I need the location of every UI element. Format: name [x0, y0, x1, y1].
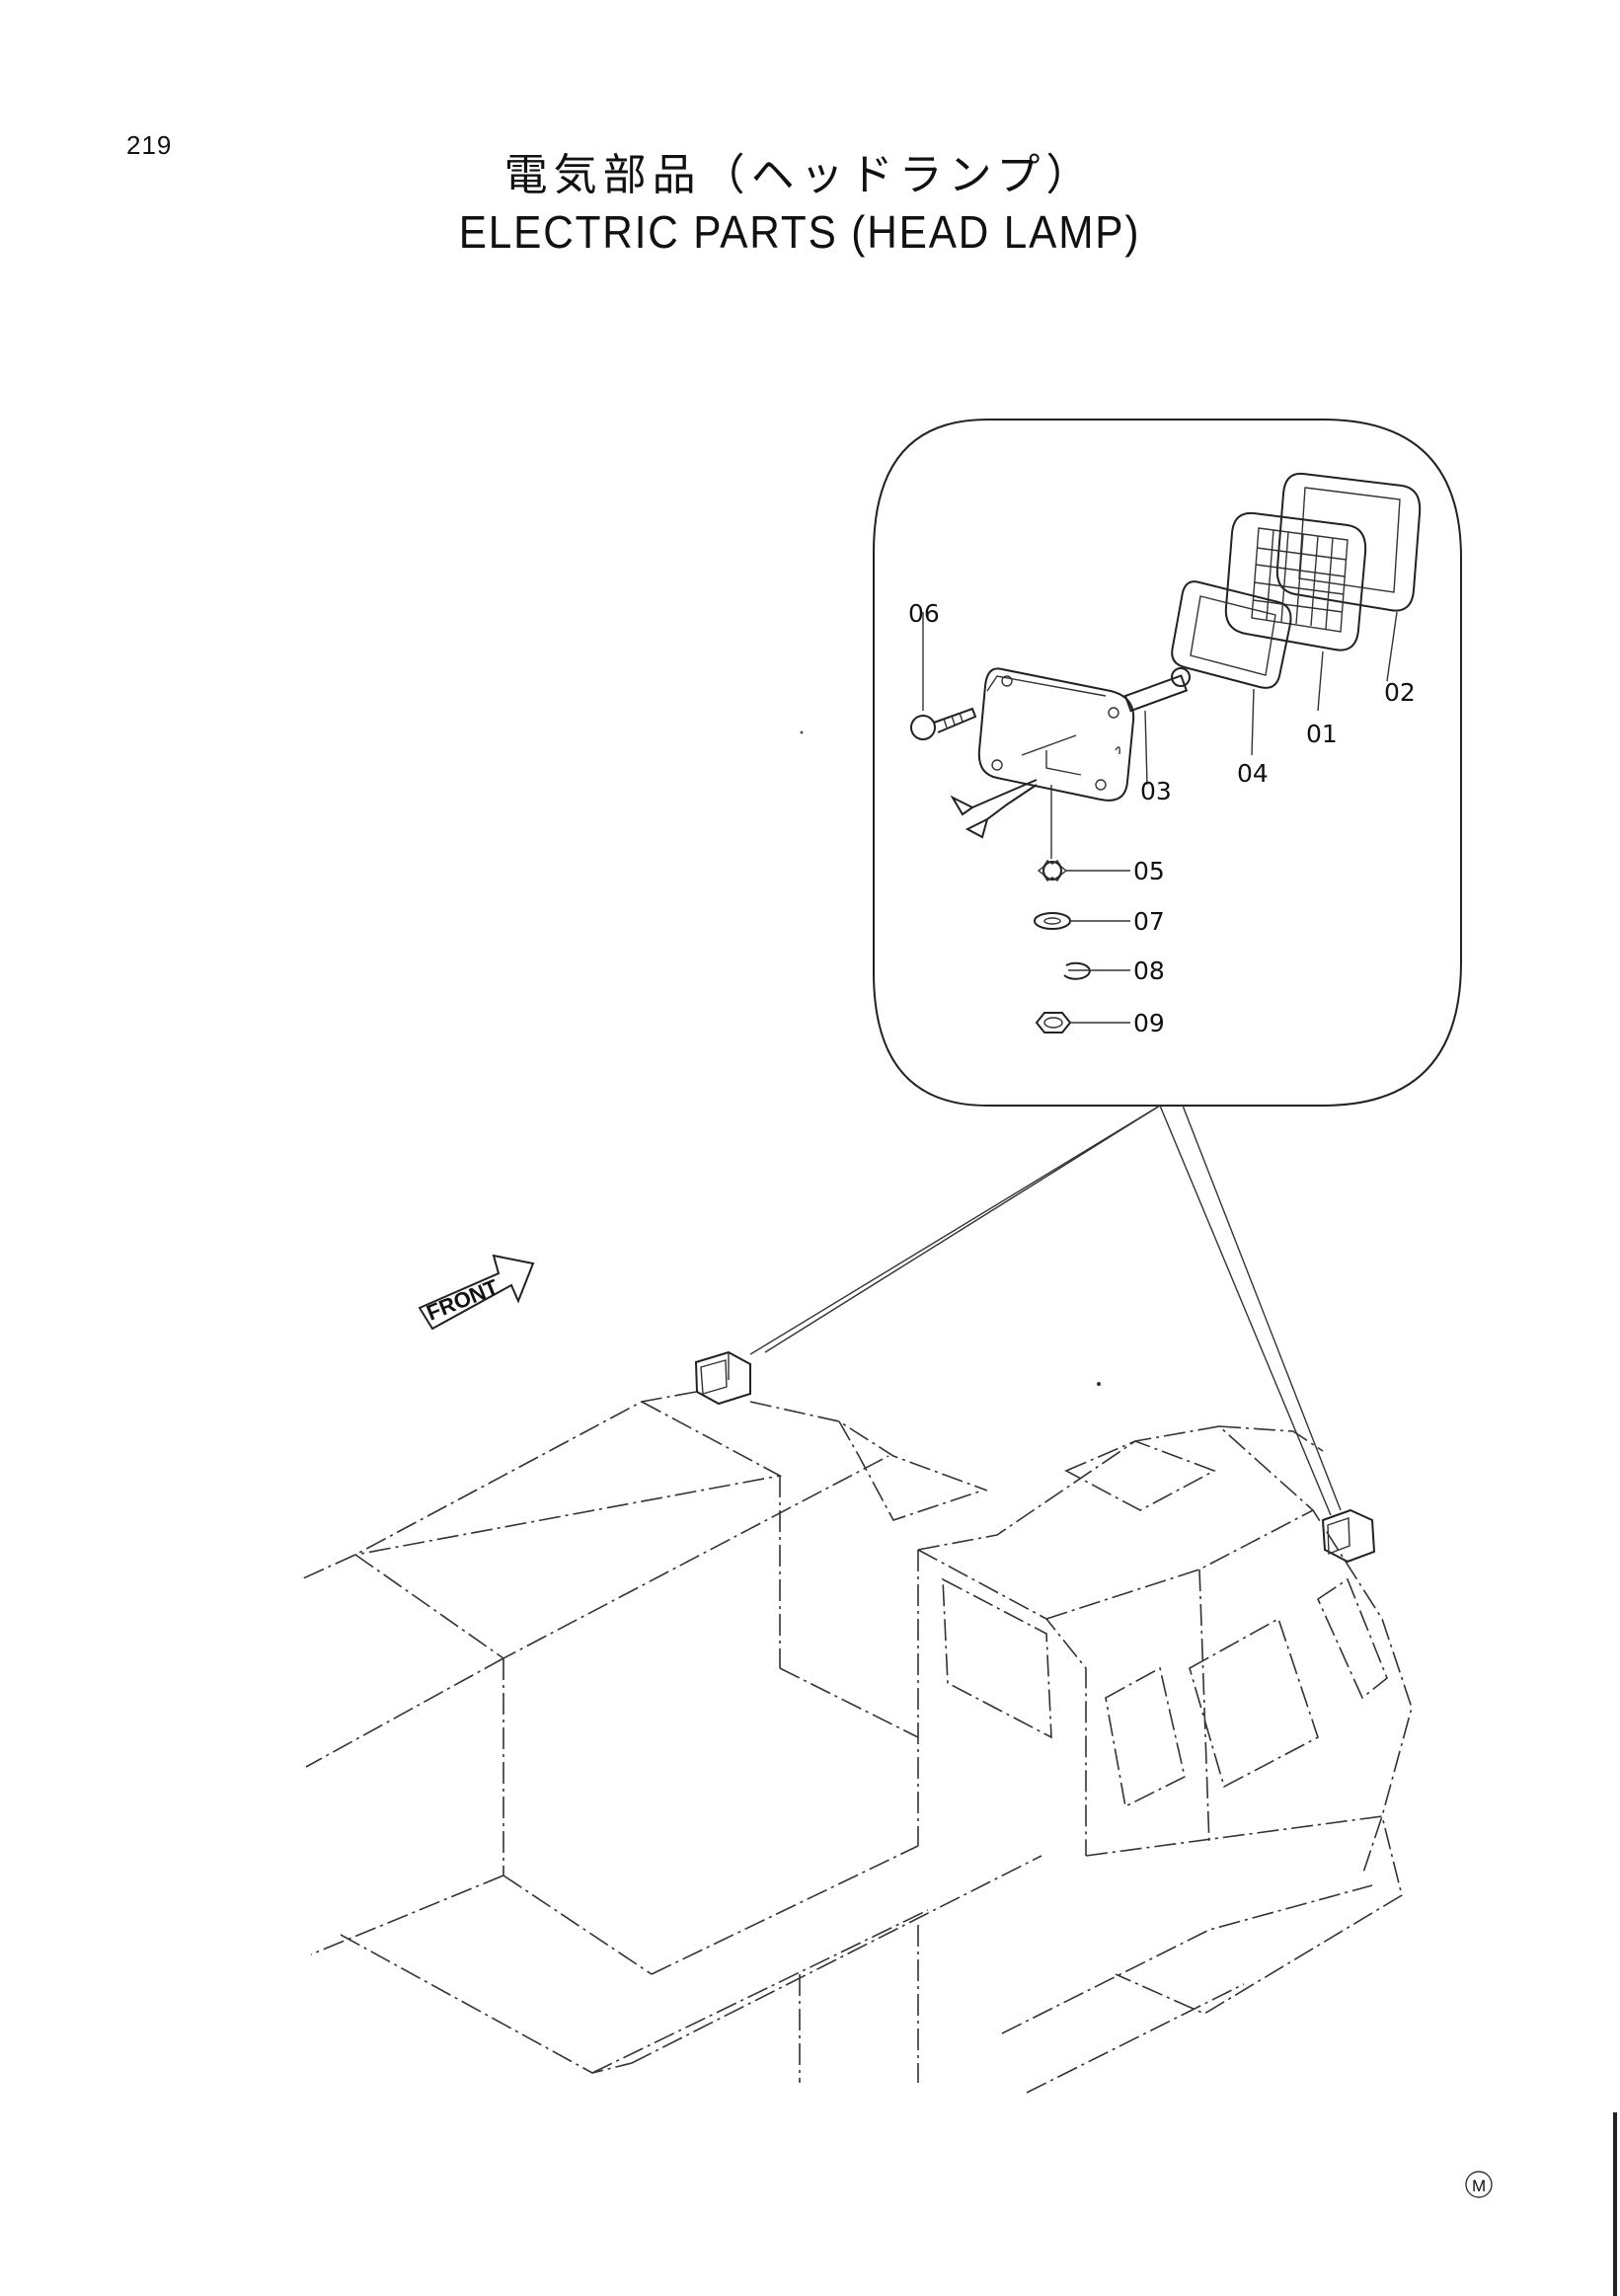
lamp-bracket-body	[950, 667, 1135, 859]
mark-letter: M	[1472, 2177, 1486, 2195]
speck-mark	[800, 730, 804, 734]
callout-04: 04	[1237, 759, 1269, 788]
callout-07: 07	[1133, 907, 1165, 936]
callout-03: 03	[1140, 777, 1172, 805]
page-number: 219	[126, 130, 173, 160]
leader-line-left-lamp	[749, 1105, 1161, 1355]
right-headlamp	[1321, 1508, 1376, 1564]
part-01-lens	[1224, 511, 1367, 712]
part-08-snap-ring	[1063, 961, 1130, 980]
callout-06: 06	[908, 599, 940, 628]
left-headlamp	[694, 1350, 751, 1406]
front-arrow: FRONT	[418, 1254, 535, 1331]
circled-m-mark: M	[1465, 2171, 1493, 2198]
leader-line-right-lamp	[1159, 1105, 1332, 1516]
callout-05: 05	[1133, 857, 1165, 885]
part-05-lock-washer	[1037, 860, 1130, 881]
front-label: FRONT	[424, 1274, 502, 1326]
callout-09: 09	[1133, 1009, 1165, 1037]
page-title: 電気部品（ヘッドランプ） ELECTRIC PARTS (HEAD LAMP)	[355, 148, 1244, 261]
detail-bubble-outline	[873, 419, 1462, 1107]
part-06-screw	[910, 612, 977, 740]
part-02-housing	[1275, 472, 1422, 682]
machine-outline	[300, 1350, 1413, 2094]
part-09-nut	[1035, 1012, 1130, 1033]
speck-mark	[1097, 1382, 1101, 1386]
callout-01: 01	[1306, 720, 1338, 748]
part-03-bulb	[1123, 667, 1191, 786]
callout-08: 08	[1133, 957, 1165, 985]
callout-02: 02	[1384, 678, 1416, 707]
part-07-washer	[1034, 912, 1130, 930]
leader-line-right-lamp-2	[1182, 1105, 1342, 1511]
title-english: ELECTRIC PARTS (HEAD LAMP)	[458, 206, 1141, 258]
leader-line-left-lamp-2	[764, 1105, 1161, 1353]
part-04-gasket	[1171, 580, 1292, 756]
title-japanese: 電気部品（ヘッドランプ）	[503, 150, 1096, 200]
